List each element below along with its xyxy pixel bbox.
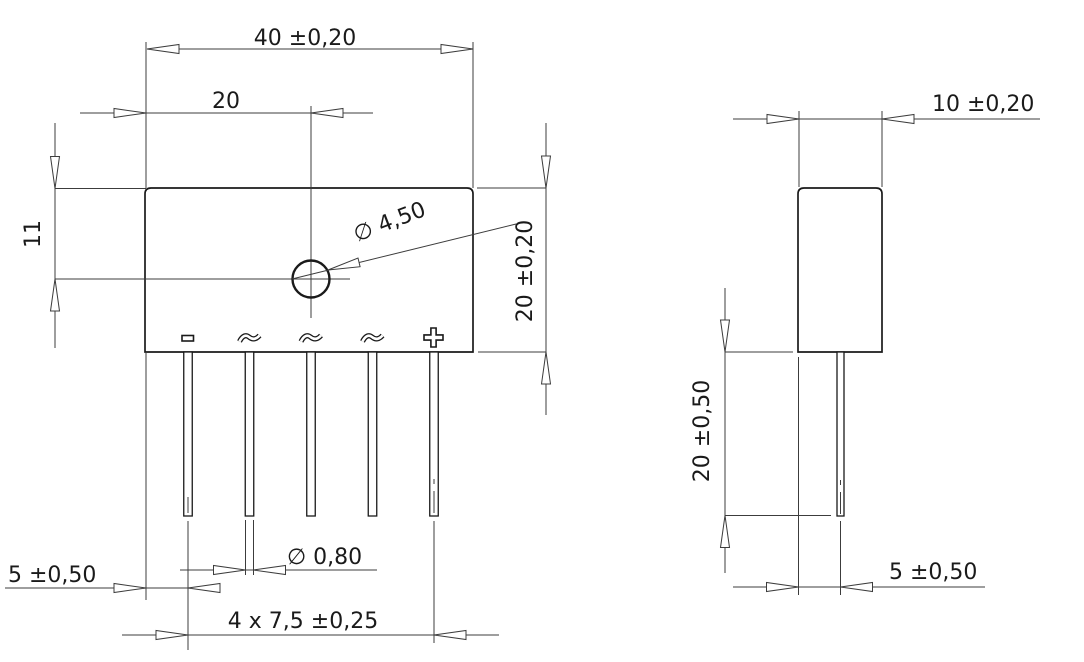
pin-symbol-ac1-icon xyxy=(237,333,262,343)
arrowhead xyxy=(440,43,474,55)
pin-symbol-ac2-icon xyxy=(298,333,323,343)
side-view: 10 ±0,20 20 ±0,50 5 ±0,50 xyxy=(690,92,1040,595)
pin-symbol-plus-icon xyxy=(423,327,444,348)
front-pin-4 xyxy=(367,351,378,517)
arrowhead xyxy=(540,155,552,189)
dim-text-lead-offset: 5 ±0,50 xyxy=(889,560,977,585)
pin-symbol-minus-icon xyxy=(181,334,195,342)
side-pin xyxy=(836,351,845,517)
arrowhead xyxy=(327,257,361,271)
arrowhead xyxy=(155,629,189,641)
arrowhead xyxy=(213,564,246,576)
front-body-outline xyxy=(144,187,474,353)
arrowhead xyxy=(113,107,147,119)
arrowhead xyxy=(187,582,221,594)
arrowhead xyxy=(433,629,467,641)
arrowhead xyxy=(766,581,799,593)
arrowhead xyxy=(881,113,915,125)
front-pin-1 xyxy=(183,351,193,517)
front-view: 40 ±0,20 20 11 ∅ 4,50 20 ±0,20 5 ±0,50 ∅… xyxy=(5,26,552,650)
dim-text-depth: 10 ±0,20 xyxy=(932,92,1034,117)
side-body-outline xyxy=(797,187,883,353)
dim-text-hole-x: 20 xyxy=(212,89,240,114)
pin-symbol-ac3-icon xyxy=(360,333,385,343)
arrowhead xyxy=(766,113,800,125)
arrowhead xyxy=(310,107,344,119)
arrowhead xyxy=(49,278,61,312)
dim-text-lead-diameter: ∅ 0,80 xyxy=(287,545,362,570)
dim-text-hole-y: 11 xyxy=(21,220,46,248)
arrowhead xyxy=(253,564,286,576)
arrowhead xyxy=(719,515,731,548)
arrowhead xyxy=(49,156,61,189)
dim-text-width: 40 ±0,20 xyxy=(254,26,356,51)
dim-text-height: 20 ±0,20 xyxy=(513,220,538,322)
front-pin-2 xyxy=(244,351,255,517)
arrowhead xyxy=(540,351,552,385)
dim-text-lead-pitch: 4 x 7,5 ±0,25 xyxy=(228,609,378,634)
arrowhead xyxy=(146,43,180,55)
arrowhead xyxy=(840,581,873,593)
front-pin-5 xyxy=(429,351,439,517)
arrowhead xyxy=(113,582,147,594)
dim-text-lead-offset: 5 ±0,50 xyxy=(8,563,96,588)
arrowhead xyxy=(719,319,731,353)
front-pin-3 xyxy=(306,351,316,517)
dim-text-lead-length: 20 ±0,50 xyxy=(690,380,715,482)
